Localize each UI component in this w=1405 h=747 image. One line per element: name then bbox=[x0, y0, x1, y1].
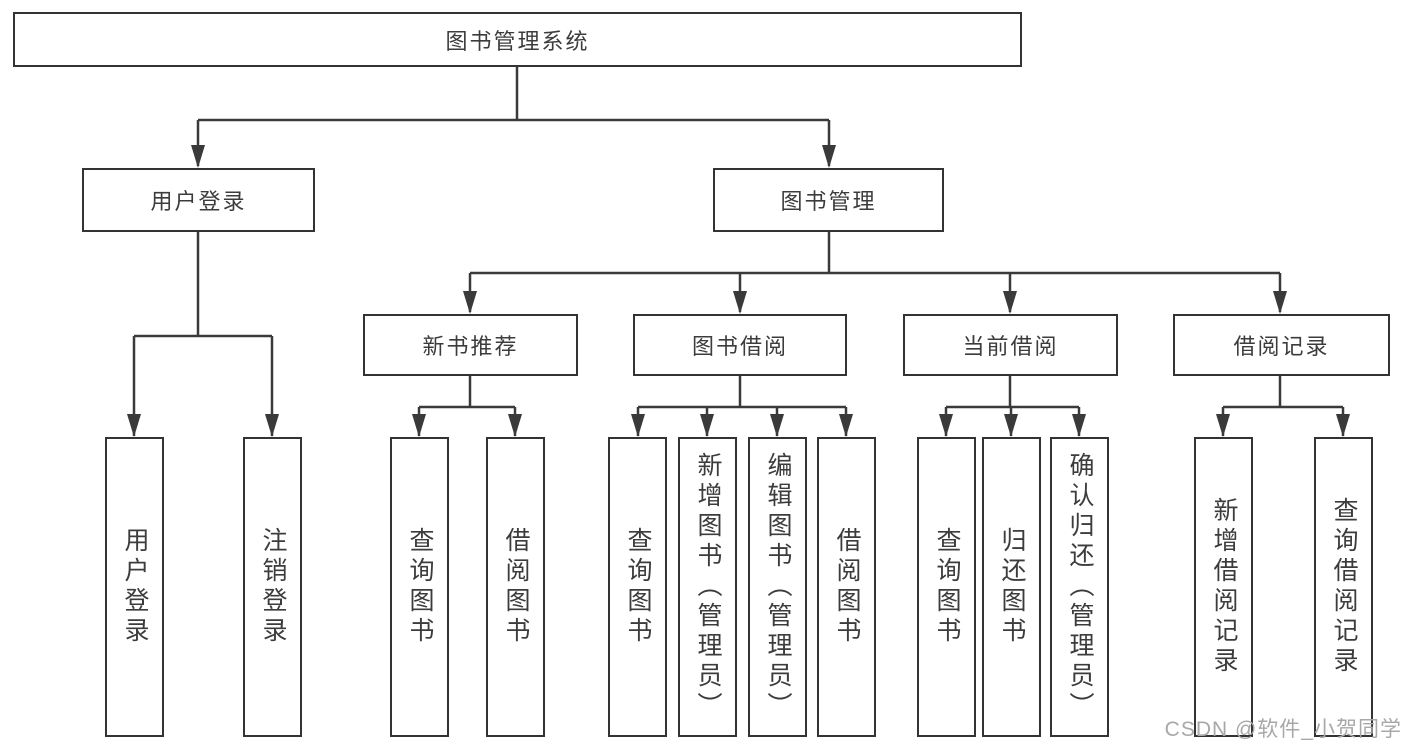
leaf-br-query-record: 查询借阅记录 bbox=[1314, 437, 1373, 737]
leaf-logout: 注销登录 bbox=[243, 437, 302, 737]
leaf-cb-query-books: 查询图书 bbox=[917, 437, 976, 737]
node-borrow-records: 借阅记录 bbox=[1173, 314, 1390, 376]
leaf-bb-borrow-books: 借阅图书 bbox=[817, 437, 876, 737]
leaf-nbr-query-books: 查询图书 bbox=[390, 437, 449, 737]
leaf-cb-return-books: 归还图书 bbox=[982, 437, 1041, 737]
leaf-br-add-record: 新增借阅记录 bbox=[1194, 437, 1253, 737]
leaf-bb-add-books-admin: 新增图书（管理员） bbox=[678, 437, 737, 737]
node-book-borrow: 图书借阅 bbox=[633, 314, 847, 376]
connector-path bbox=[132, 67, 1345, 436]
arrowhead-icons bbox=[127, 145, 1350, 437]
node-book-management: 图书管理 bbox=[713, 168, 944, 232]
node-current-borrow: 当前借阅 bbox=[903, 314, 1118, 376]
leaf-bb-query-books: 查询图书 bbox=[608, 437, 667, 737]
leaf-user-login: 用户登录 bbox=[105, 437, 164, 737]
leaf-bb-edit-books-admin: 编辑图书（管理员） bbox=[748, 437, 807, 737]
node-new-book-recommend: 新书推荐 bbox=[363, 314, 578, 376]
leaf-nbr-borrow-books: 借阅图书 bbox=[486, 437, 545, 737]
leaf-cb-confirm-return-admin: 确认归还（管理员） bbox=[1050, 437, 1109, 737]
node-root: 图书管理系统 bbox=[13, 12, 1022, 67]
watermark: CSDN @软件_小贺同学 bbox=[1164, 718, 1402, 741]
node-user-login: 用户登录 bbox=[82, 168, 315, 232]
